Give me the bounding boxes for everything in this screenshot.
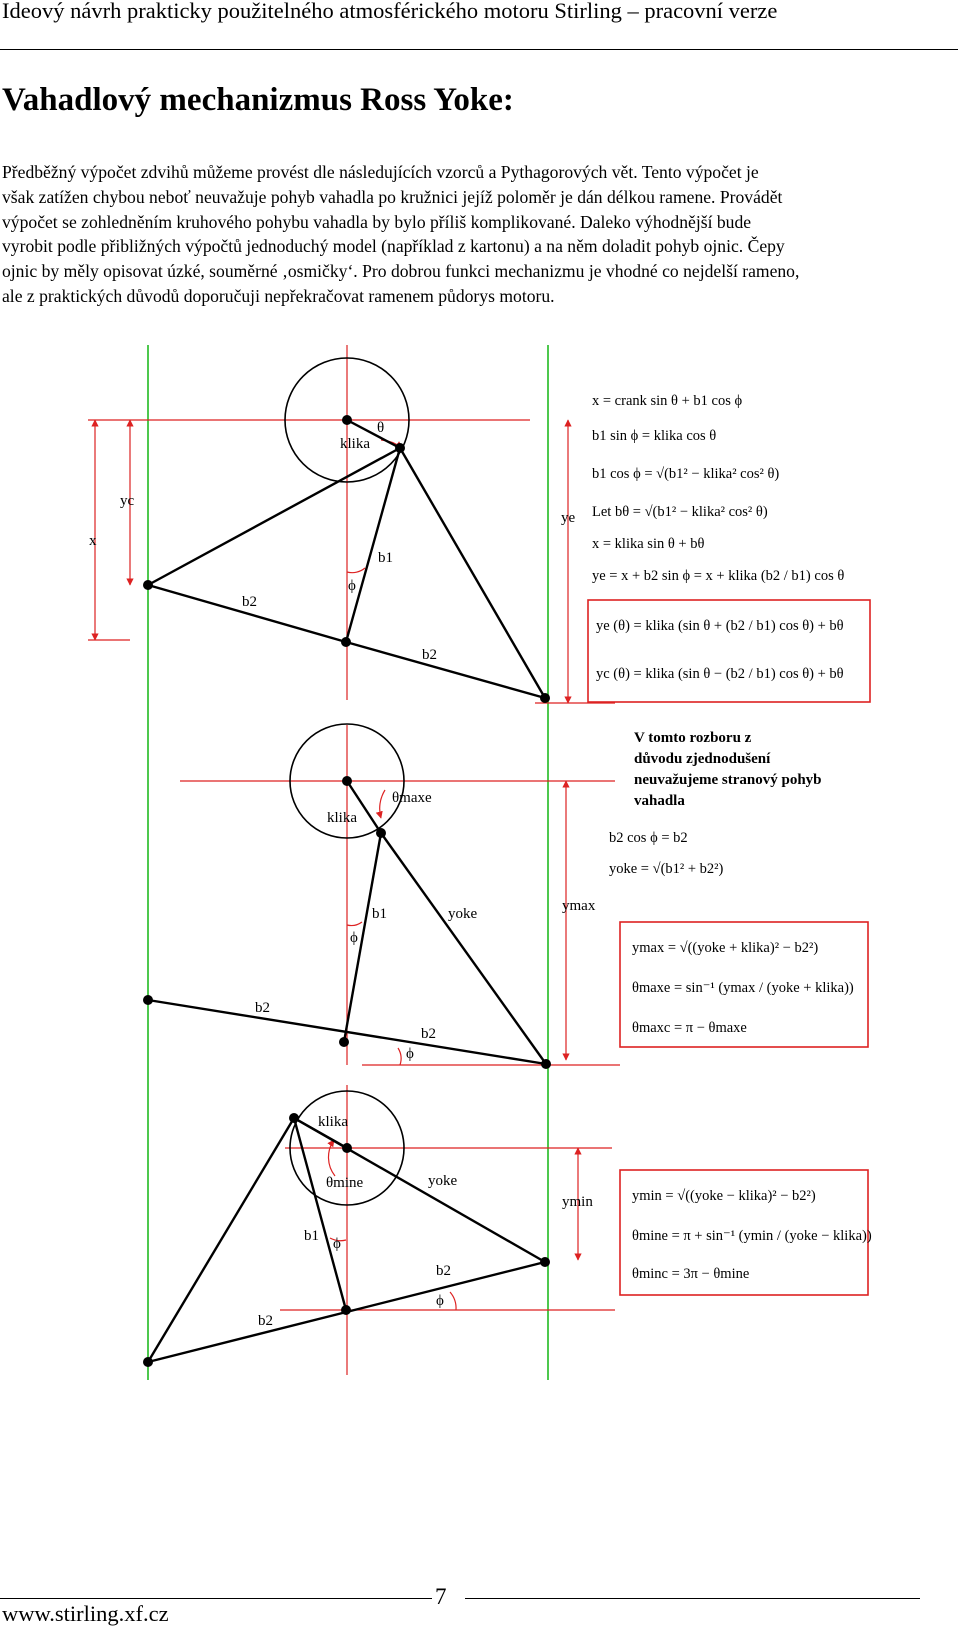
label-theta: θ <box>377 420 384 436</box>
paragraph-line: vyrobit podle přibližných výpočtů jednod… <box>2 236 785 257</box>
label-yc: yc <box>120 493 135 509</box>
label-b1: b1 <box>378 550 393 566</box>
note-line: V tomto rozboru z <box>634 730 752 746</box>
label-phi: ϕ <box>348 578 356 594</box>
note-line: neuvažujeme stranový pohyb <box>634 772 822 788</box>
equation: b1 cos ϕ = √(b1² − klika² cos² θ) <box>592 466 779 482</box>
ross-yoke-figure: x yc ye klika θ b1 ϕ b2 b2 x = crank sin… <box>88 345 872 1380</box>
diagram-2: klika θmaxe b1 ϕ yoke ymax b2 b2 ϕ V tom… <box>143 723 869 1069</box>
label-ye: ye <box>561 510 576 526</box>
boxed-equation: ymax = √((yoke + klika)² − b2²) <box>632 940 818 956</box>
green-guides <box>147 345 549 1380</box>
diagram-1-equations: x = crank sin θ + b1 cos ϕ b1 sin ϕ = kl… <box>592 393 844 584</box>
label-klika: klika <box>327 810 357 826</box>
equation: ye = x + b2 sin ϕ = x + klika (b2 / b1) … <box>592 568 844 584</box>
label-phi: ϕ <box>350 930 358 946</box>
note-line: důvodu zjednodušení <box>634 751 771 767</box>
label-b2-left: b2 <box>242 594 257 610</box>
diagram-1: x yc ye klika θ b1 ϕ b2 b2 x = crank sin… <box>88 345 871 704</box>
label-ymin: ymin <box>562 1194 593 1210</box>
paragraph-line: Předběžný výpočet zdvihů můžeme provést … <box>2 162 759 182</box>
label-phi-right: ϕ <box>436 1293 444 1309</box>
equation: x = crank sin θ + b1 cos ϕ <box>592 393 743 409</box>
label-b2-right: b2 <box>422 647 437 663</box>
simplification-note: V tomto rozboru z důvodu zjednodušení ne… <box>634 730 822 809</box>
boxed-equation: θmaxc = π − θmaxe <box>632 1020 747 1036</box>
label-theta-max: θmaxe <box>392 790 432 806</box>
label-klika: klika <box>340 436 370 452</box>
body-paragraph: Předběžný výpočet zdvihů můžeme provést … <box>2 160 960 309</box>
footer-rule-left <box>0 1598 432 1599</box>
label-klika: klika <box>318 1114 348 1130</box>
label-b1: b1 <box>372 906 387 922</box>
boxed-equation: ymin = √((yoke − klika)² − b2²) <box>632 1188 816 1204</box>
label-b2-left: b2 <box>258 1313 273 1329</box>
label-phi: ϕ <box>333 1236 341 1252</box>
label-phi-bottom: ϕ <box>406 1046 414 1062</box>
equation: b2 cos ϕ = b2 <box>609 830 688 846</box>
boxed-equation: θminc = 3π − θmine <box>632 1266 749 1282</box>
label-x: x <box>89 533 97 549</box>
header-rule <box>0 49 958 50</box>
equation: x = klika sin θ + bθ <box>592 536 704 552</box>
equation: yoke = √(b1² + b2²) <box>609 861 724 877</box>
paragraph-line: však zatížen chybou neboť neuvažuje pohy… <box>2 186 783 207</box>
section-title: Vahadlový mechanizmus Ross Yoke: <box>2 82 514 118</box>
page-header: Ideový návrh prakticky použitelného atmo… <box>2 0 778 23</box>
label-b2-left: b2 <box>255 1000 270 1016</box>
note-line: vahadla <box>634 793 685 809</box>
paragraph-line: výpočet se zohledněním kruhového pohybu … <box>2 211 752 232</box>
footer-rule-right <box>465 1598 920 1599</box>
footer-url[interactable]: www.stirling.xf.cz <box>2 1601 169 1626</box>
boxed-equation: yc (θ) = klika (sin θ − (b2 / b1) cos θ)… <box>596 666 844 682</box>
boxed-equation: θmaxe = sin⁻¹ (ymax / (yoke + klika)) <box>632 980 854 996</box>
equation: b1 sin ϕ = klika cos θ <box>592 428 716 444</box>
label-theta-min: θmine <box>326 1175 364 1191</box>
label-yoke: yoke <box>448 906 478 922</box>
equation: Let bθ = √(b1² − klika² cos² θ) <box>592 504 768 520</box>
label-b2-right: b2 <box>436 1263 451 1279</box>
paragraph-line: ale z praktických důvodů doporučuji nepř… <box>2 285 555 306</box>
boxed-equation: ye (θ) = klika (sin θ + (b2 / b1) cos θ)… <box>596 618 844 634</box>
page-number: 7 <box>435 1584 447 1609</box>
diagram-3: klika θmine yoke ymin b1 ϕ b2 b2 ϕ ymin … <box>143 1085 872 1375</box>
label-b1: b1 <box>304 1228 319 1244</box>
boxed-equation: θmine = π + sin⁻¹ (ymin / (yoke − klika)… <box>632 1228 872 1244</box>
paragraph-line: ojnic by měly opisovat úzké, souměrné ‚o… <box>2 261 800 282</box>
label-ymax: ymax <box>562 898 596 914</box>
label-b2-right: b2 <box>421 1026 436 1042</box>
label-yoke: yoke <box>428 1173 458 1189</box>
